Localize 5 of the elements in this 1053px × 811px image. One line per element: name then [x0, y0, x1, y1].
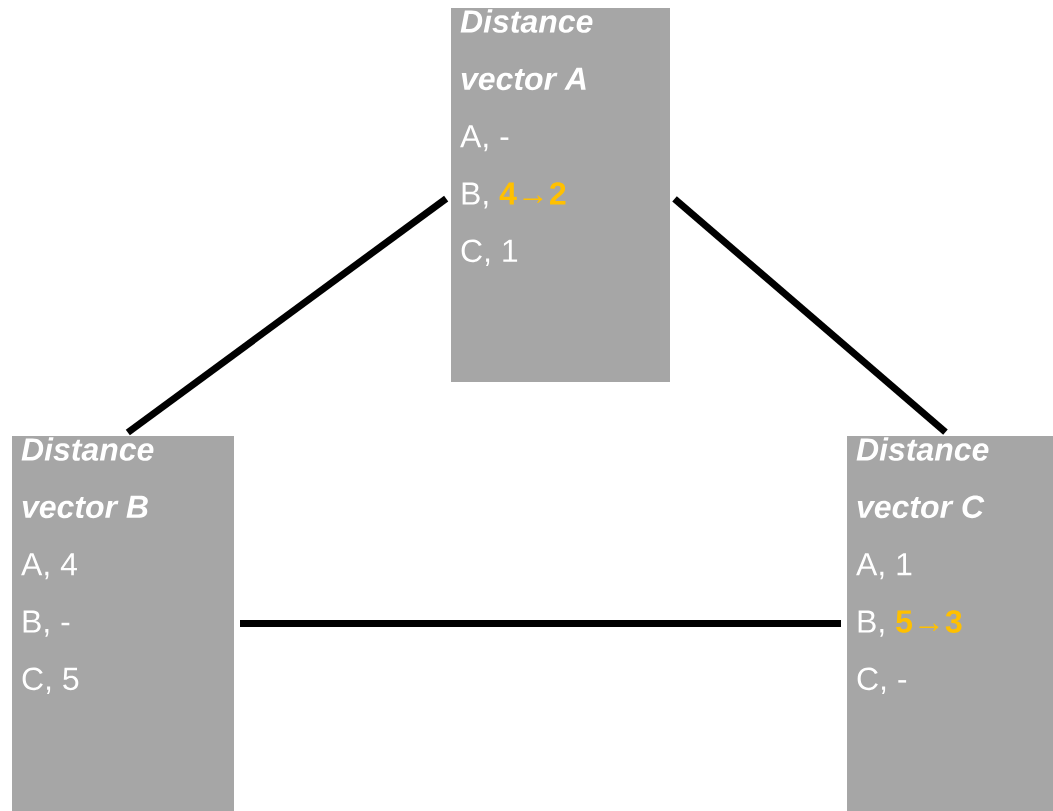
link-line	[125, 195, 449, 436]
link-line	[672, 196, 948, 435]
router-box: Distance vector A A, - B, 4→2 C, 1	[451, 8, 670, 382]
router-box: Distance vector C A, 1 B, 5→3 C, -	[847, 436, 1053, 811]
router-box: Distance vector B A, 4 B, - C, 5	[12, 436, 234, 811]
